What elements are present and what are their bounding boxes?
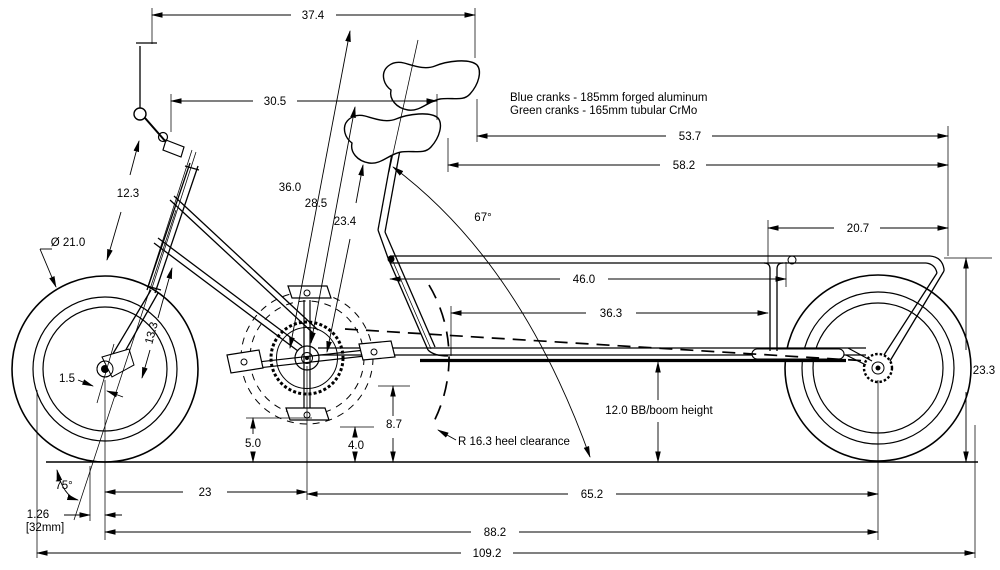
dim-wheelbase: 88.2: [484, 527, 506, 539]
dim-rack-height: 23.3: [973, 365, 995, 377]
dim-top-span: 37.4: [302, 10, 325, 22]
dim-boom-to-rack-post: 36.3: [600, 308, 622, 320]
dim-front-wheel-dia: Ø 21.0: [51, 237, 86, 249]
saddles: [343, 39, 481, 173]
dim-overall-length: 109.2: [473, 548, 502, 560]
fork-and-steering: [73, 42, 200, 521]
dim-seat-angle: 67°: [474, 212, 491, 224]
handlebar: [144, 117, 167, 143]
dim-lower-saddle-rack: 58.2: [673, 160, 695, 172]
dim-saddle-high: 36.0: [279, 182, 301, 194]
front-dropout: [101, 348, 135, 378]
seat-angle-arc: [392, 166, 591, 458]
dimension-labels: 37.4 30.5 53.7 58.2 20.7 46.0 36.3 36.0 …: [26, 10, 995, 560]
dim-grip-to-saddle: 30.5: [264, 96, 286, 108]
steering-axis: [73, 209, 177, 521]
note-green-cranks: Green cranks - 165mm tubular CrMo: [510, 105, 697, 117]
dim-trail-inches: 1.26: [27, 509, 49, 521]
note-blue-cranks: Blue cranks - 185mm forged aluminum: [510, 92, 708, 104]
head-angle-arc: [56, 469, 79, 501]
dim-seat-mast: 23.4: [334, 216, 357, 228]
dim-heel-clearance: R 16.3 heel clearance: [458, 436, 570, 448]
dim-upper-saddle-rack: 53.7: [679, 131, 701, 143]
seat-axis: [388, 39, 419, 173]
rear-hub: [875, 365, 881, 371]
saddle-upper: [382, 60, 481, 111]
crank-notes: Blue cranks - 185mm forged aluminum Gree…: [510, 92, 708, 117]
dim-steerer: 12.3: [117, 188, 139, 200]
dim-pedal-min: 4.0: [348, 440, 364, 452]
dim-seat-to-rack-post: 46.0: [573, 274, 595, 286]
dim-mid-height: 8.7: [386, 419, 402, 431]
chain-line: [344, 328, 869, 362]
stem: [162, 139, 185, 158]
stem-bolt: [157, 131, 169, 143]
pedal-bottom: [285, 407, 330, 421]
dim-rack-length: 20.7: [847, 223, 869, 235]
hub-offset-reference: [96, 343, 115, 404]
cargo-rack: [763, 255, 945, 362]
dim-bb-height: 12.0 BB/boom height: [605, 405, 713, 417]
dim-bb-rear-axle: 65.2: [581, 489, 603, 501]
dim-fork-length: 13.3: [143, 321, 160, 346]
dimension-lines: [36, 12, 976, 556]
dim-pedal-low: 5.0: [245, 438, 261, 450]
dim-fork-offset: 1.5: [59, 373, 75, 385]
extension-lines: [36, 8, 992, 558]
pedal-left: [226, 349, 264, 374]
dim-front-center: 23: [199, 487, 212, 499]
dim-saddle-low: 28.5: [305, 198, 327, 210]
rack-bolt: [787, 255, 797, 265]
dim-head-angle: 75°: [55, 480, 72, 492]
dim-trail-mm: [32mm]: [26, 522, 64, 534]
grip-circle: [133, 107, 147, 121]
frame: [153, 147, 930, 366]
